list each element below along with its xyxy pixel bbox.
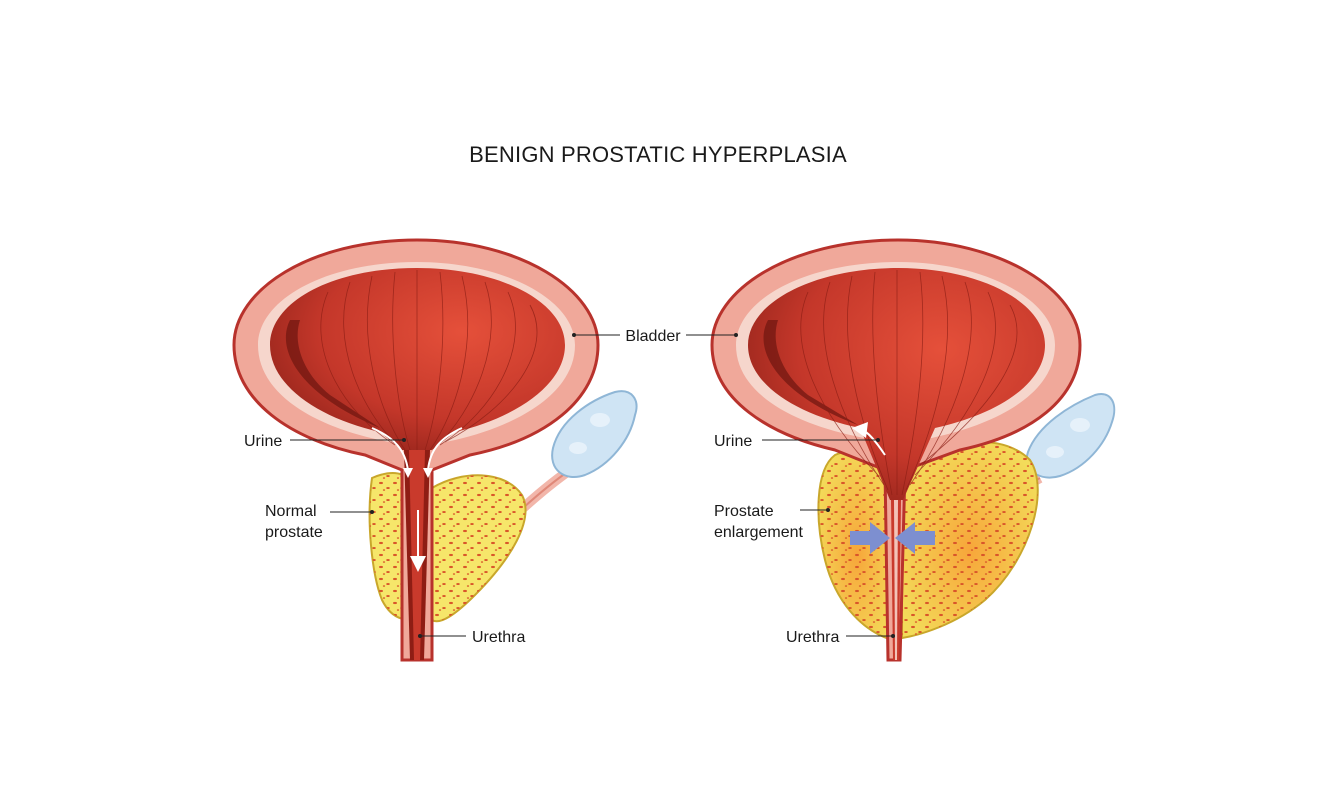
prostate-enlargement-label-2: enlargement [714,524,804,541]
right-prostate-enlargement-label-group: Prostate enlargement [714,503,830,541]
normal-bladder-illustration [234,240,636,660]
prostate-enlargement-label-1: Prostate [714,503,774,520]
left-normal-prostate [370,473,526,621]
prostate-label: prostate [265,524,323,541]
normal-label: Normal [265,503,317,520]
enlarged-bladder-illustration [712,240,1114,660]
left-urethra-label-group: Urethra [418,629,525,646]
bladder-label: Bladder [625,328,681,345]
right-urethra-label: Urethra [786,629,839,646]
right-urine-label: Urine [714,433,752,450]
left-urine-label: Urine [244,433,282,450]
left-normal-prostate-label-group: Normal prostate [265,503,374,541]
left-urethra-label: Urethra [472,629,525,646]
